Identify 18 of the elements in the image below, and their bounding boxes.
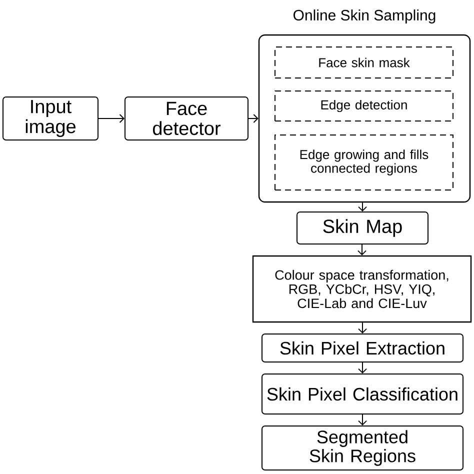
group-heading: Online Skin Sampling [294, 9, 436, 24]
arrow [358, 202, 367, 212]
process-box: Skin Pixel Classification [262, 374, 464, 414]
arrow [98, 114, 124, 123]
arrow [248, 114, 258, 123]
arrow [358, 244, 366, 256]
arrow [358, 414, 367, 426]
step-box: Edge detection [274, 90, 454, 122]
process-box: Input image [2, 96, 98, 140]
process-box: Skin Pixel Extraction [262, 334, 464, 362]
arrow [358, 322, 367, 334]
arrow [358, 362, 367, 374]
step-box: Face skin mask [274, 46, 454, 78]
step-box: Edge growing and fills connected regions [274, 134, 454, 190]
process-box: Skin Map [296, 212, 428, 244]
process-box: Segmented Skin Regions [262, 426, 464, 470]
process-box: Face detector [124, 96, 248, 140]
process-box: Colour space transformation, RGB, YCbCr, HSV, YIQ, CIE-Lab and CIE-Luv [252, 255, 472, 323]
